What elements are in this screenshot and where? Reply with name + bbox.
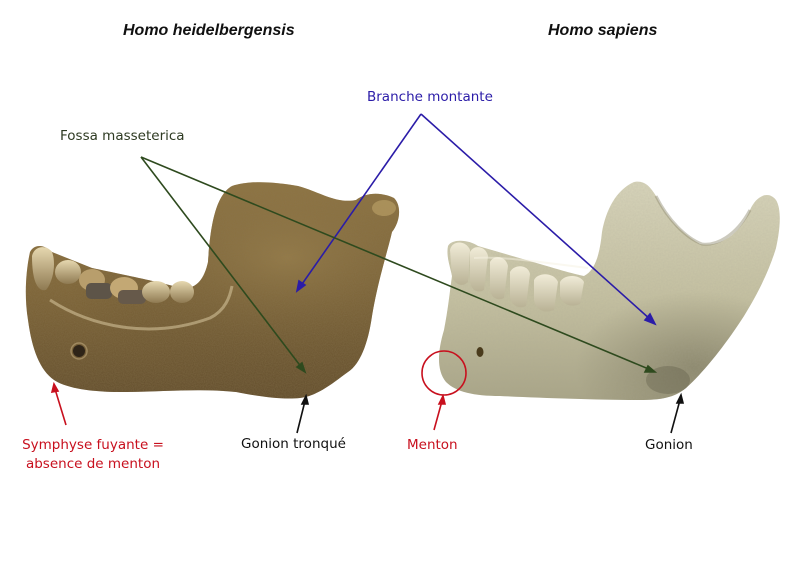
gonion-pointer	[670, 392, 685, 434]
label-symphyse-line2: absence de menton	[25, 456, 161, 472]
title-homo-heidelbergensis: Homo heidelbergensis	[123, 22, 295, 39]
menton-pointer	[421, 350, 467, 431]
symphyse-pointer	[50, 381, 67, 426]
label-fossa-masseterica: Fossa masseterica	[60, 128, 185, 144]
label-symphyse-line1: Symphyse fuyante =	[22, 437, 164, 453]
label-gonion: Gonion	[645, 437, 693, 453]
modern-mandible	[439, 181, 780, 400]
menton-highlight-circle	[421, 350, 467, 396]
label-symphyse-fuyante: Symphyse fuyante = absence de menton	[18, 436, 168, 474]
label-menton: Menton	[407, 437, 458, 453]
fossa-masseterica-pointers	[140, 156, 658, 374]
modern-mental-foramen	[476, 347, 484, 357]
fossil-teeth	[32, 247, 194, 304]
gonion-tronque-pointer	[296, 393, 310, 434]
label-gonion-tronque: Gonion tronqué	[241, 436, 346, 452]
modern-teeth	[450, 242, 589, 312]
fossil-mandible	[25, 182, 400, 399]
label-branche-montante: Branche montante	[367, 89, 493, 105]
branche-montante-pointers	[295, 113, 657, 326]
fossil-mental-foramen	[73, 345, 85, 357]
title-homo-sapiens: Homo sapiens	[548, 22, 658, 39]
